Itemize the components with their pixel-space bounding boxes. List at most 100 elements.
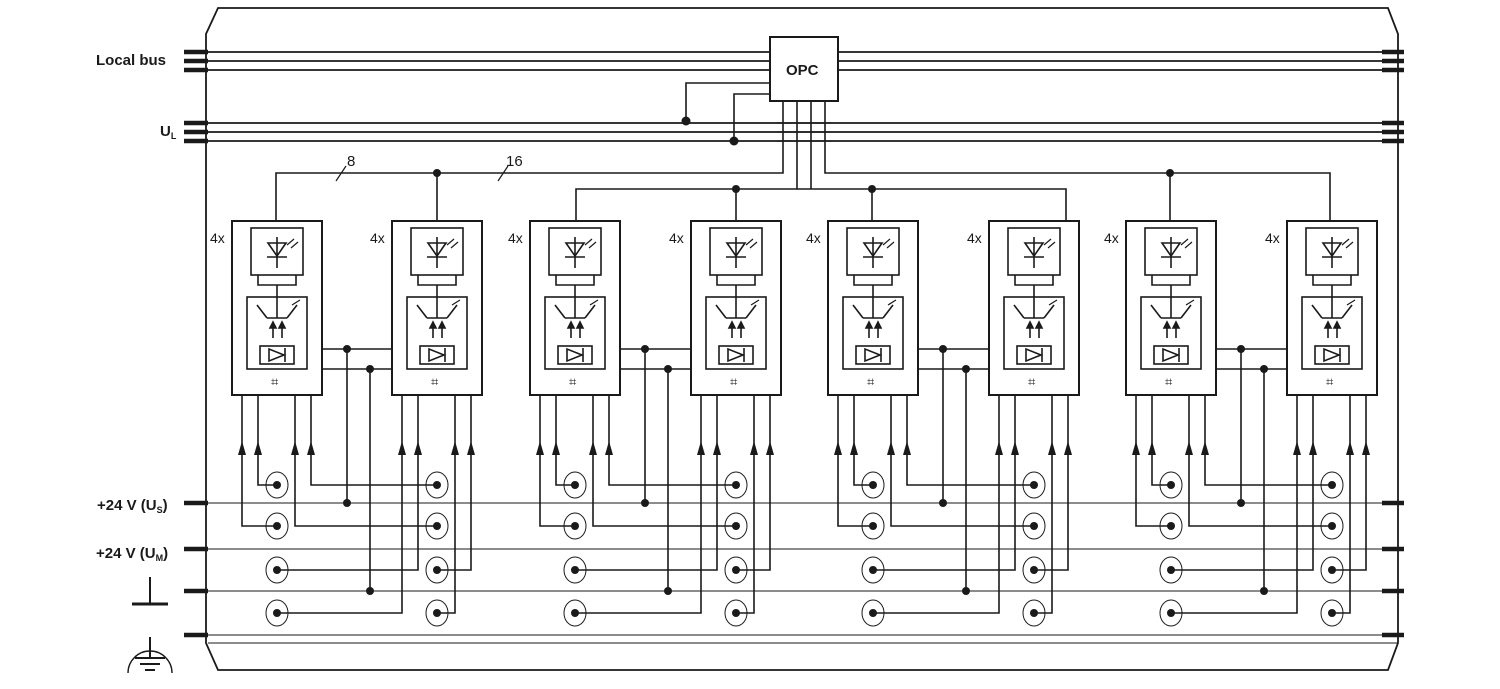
junction-dot	[1260, 365, 1268, 373]
arrow-icon	[552, 441, 560, 455]
io-module: ⌗ 4x	[1104, 220, 1217, 396]
arrow-icon	[1011, 441, 1019, 455]
local-bus-label: Local bus	[96, 52, 166, 69]
arrow-icon	[254, 441, 262, 455]
diode-icon	[864, 347, 883, 363]
junction-dot	[962, 587, 970, 595]
diode-icon	[1323, 347, 1342, 363]
junction-dot	[729, 136, 739, 146]
diode-icon	[1025, 347, 1044, 363]
isolation-mark: ⌗	[867, 374, 875, 389]
module-interconnect	[322, 345, 392, 595]
arrow-icon	[750, 441, 758, 455]
bus-width-label: 8	[347, 153, 355, 170]
arrow-icon	[1293, 441, 1301, 455]
arrow-icon	[1048, 441, 1056, 455]
arrow-icon	[605, 441, 613, 455]
arrow-icon	[1064, 441, 1072, 455]
channel-count-label: 4x	[370, 230, 385, 246]
isolation-mark: ⌗	[1165, 374, 1173, 389]
bus-width-tick-8	[335, 165, 347, 182]
bus-width-label: 16	[506, 153, 523, 170]
arrow-icon	[1201, 441, 1209, 455]
channel-count-label: 4x	[210, 230, 225, 246]
arrow-icon	[1185, 441, 1193, 455]
junction-dot	[664, 587, 672, 595]
opc-label: OPC	[786, 62, 819, 79]
channel-count-label: 4x	[508, 230, 523, 246]
bus-width-tick-16	[497, 165, 509, 182]
led-box	[1305, 227, 1359, 276]
arrow-icon	[1346, 441, 1354, 455]
junction-dot	[1166, 169, 1174, 177]
diode-icon	[268, 347, 287, 363]
module-interconnect	[918, 345, 989, 595]
local-bus-lines	[186, 51, 1402, 71]
junction-dot	[1237, 345, 1245, 353]
diode-icon	[727, 347, 746, 363]
opc-ul-connections	[685, 82, 770, 141]
io-module: ⌗ 4x	[806, 220, 919, 396]
left-connector-stubs	[184, 49, 208, 638]
arrow-icon	[238, 441, 246, 455]
isolation-mark: ⌗	[271, 374, 279, 389]
arrow-icon	[589, 441, 597, 455]
channel-count-label: 4x	[967, 230, 982, 246]
module-box	[231, 220, 323, 396]
terminal-group	[834, 395, 1072, 627]
arrow-icon	[850, 441, 858, 455]
io-module: ⌗ 4x	[967, 220, 1080, 396]
led-box	[250, 227, 304, 276]
housing-frame	[205, 7, 1399, 671]
channel-count-label: 4x	[1104, 230, 1119, 246]
module-box	[391, 220, 483, 396]
terminal-group	[1132, 395, 1370, 627]
arrow-icon	[995, 441, 1003, 455]
terminal-group	[536, 395, 774, 627]
isolation-mark: ⌗	[1028, 374, 1036, 389]
us-supply-label: +24 V (US)	[97, 497, 168, 515]
junction-dot	[664, 365, 672, 373]
junction-dot	[366, 587, 374, 595]
isolation-mark: ⌗	[730, 374, 738, 389]
junction-dot	[732, 185, 740, 193]
arrow-icon	[451, 441, 459, 455]
diode-icon	[566, 347, 585, 363]
io-module: ⌗4x	[669, 220, 782, 396]
module-box	[690, 220, 782, 396]
junction-dot	[681, 116, 691, 126]
junction-dot	[1237, 499, 1245, 507]
junction-dot	[366, 365, 374, 373]
module-box	[988, 220, 1080, 396]
led-box	[1144, 227, 1198, 276]
isolation-mark: ⌗	[1326, 374, 1334, 389]
module-interconnect	[1216, 345, 1287, 595]
arrow-icon	[1148, 441, 1156, 455]
module-box	[827, 220, 919, 396]
junction-dot	[641, 345, 649, 353]
arrow-icon	[697, 441, 705, 455]
junction-dot	[1260, 587, 1268, 595]
module-box	[529, 220, 621, 396]
junction-dot	[641, 499, 649, 507]
arrow-icon	[887, 441, 895, 455]
arrow-icon	[1362, 441, 1370, 455]
isolation-mark: ⌗	[431, 374, 439, 389]
earth-ground-icon	[127, 637, 173, 674]
channel-count-label: 4x	[1265, 230, 1280, 246]
opc-line-crossings	[778, 122, 830, 142]
right-connector-stubs	[1382, 49, 1404, 638]
junction-dot	[939, 499, 947, 507]
junction-dot	[343, 499, 351, 507]
diode-icon	[1162, 347, 1181, 363]
module-interconnect	[620, 345, 691, 595]
supply-rails	[208, 502, 1398, 644]
arrow-icon	[834, 441, 842, 455]
module-box	[1286, 220, 1378, 396]
um-supply-label: +24 V (UM)	[96, 545, 168, 563]
channel-count-label: 4x	[806, 230, 821, 246]
arrow-icon	[1132, 441, 1140, 455]
ul-label: UL	[160, 123, 177, 141]
opc-data-lines	[275, 101, 1331, 221]
